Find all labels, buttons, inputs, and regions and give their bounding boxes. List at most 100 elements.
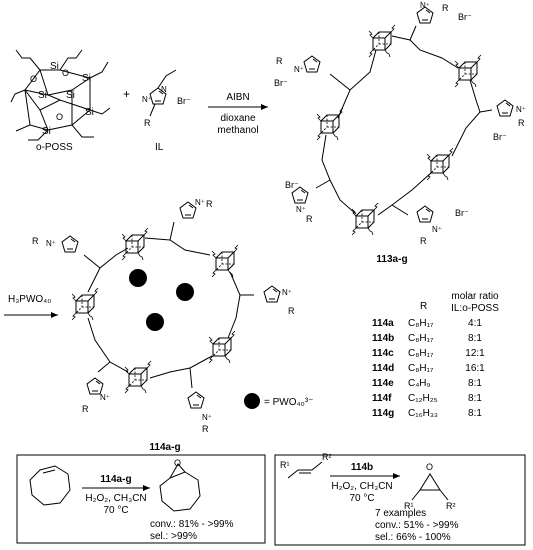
r-group-label: R — [32, 236, 39, 246]
epoxide-bridge — [169, 463, 186, 479]
product-114-structure: N⁺ R N⁺ R N⁺ R N⁺ R N⁺ R 114a-g — [32, 198, 295, 453]
bromide-label: Br⁻ — [493, 132, 507, 142]
n-plus-label: N⁺ — [142, 95, 152, 104]
n-plus-label: N⁺ — [195, 198, 205, 207]
r-group-label: R — [306, 214, 313, 224]
box-right-r1: R¹ — [280, 460, 290, 470]
table-row-id: 114g — [372, 408, 394, 419]
epoxide-product — [411, 473, 449, 501]
o-poss-label: o-POSS — [36, 142, 73, 153]
table-row-id: 114d — [372, 363, 394, 374]
r-group-label: R — [276, 56, 283, 66]
table-row-r: C₄H₉ — [408, 378, 431, 389]
box-left-selectivity: sel.: >99% — [150, 531, 197, 542]
table-row-id: 114f — [372, 393, 392, 404]
cyclooctene-double-bond — [42, 469, 56, 474]
table-row-ratio: 8:1 — [468, 393, 482, 404]
cyclooctene-ring — [29, 465, 71, 506]
table-row-ratio: 12:1 — [465, 348, 485, 359]
si-atom-label: Si — [38, 90, 47, 101]
n-plus-label: N⁺ — [420, 1, 430, 10]
r-group-label: R — [442, 3, 449, 13]
n-plus-label: N⁺ — [202, 413, 212, 422]
o-atom-label: O — [56, 112, 63, 122]
box-left-conversion: conv.: 81% - >99% — [150, 519, 234, 530]
ionic-liquid-structure: N N⁺ R Br⁻ IL — [142, 69, 191, 153]
arrow2-reagent: H₃PWO₄₀ — [8, 294, 51, 305]
table-row-ratio: 4:1 — [468, 318, 482, 329]
product-113-structure: N⁺ R Br⁻ N⁺ R Br⁻ N⁺ R Br⁻ N⁺ R Br⁻ N⁺ R… — [274, 1, 526, 265]
box-right-catalyst: 114b — [351, 462, 373, 473]
n-plus-label: N⁺ — [46, 239, 56, 248]
si-atom-label: Si — [85, 107, 94, 118]
table-row-id: 114b — [372, 333, 394, 344]
bromide-label: Br⁻ — [285, 180, 299, 190]
cyclooctene-epoxidation-box: 114a-g H₂O₂, CH₃CN 70 °C O conv.: 81% - … — [16, 454, 266, 544]
compound-113-label: 113a-g — [376, 254, 407, 265]
pwo40-anion-dot — [176, 283, 194, 301]
r-group-label: R — [206, 199, 213, 209]
box-right-product-r1: R¹ — [404, 501, 414, 511]
n-plus-label: N⁺ — [282, 288, 292, 297]
n-plus-label: N⁺ — [516, 105, 526, 114]
box-right-product-r2: R² — [446, 501, 456, 511]
box-left-catalyst: 114a-g — [100, 474, 131, 485]
box-frame — [16, 454, 266, 544]
box-left-conditions: H₂O₂, CH₃CN — [85, 493, 146, 504]
table-header-ratio-2: IL:o-POSS — [451, 303, 499, 314]
il-label: IL — [155, 142, 164, 153]
olefin-substrate — [287, 461, 323, 479]
anion-legend: = PWO₄₀³⁻ — [244, 393, 313, 409]
box-right-conditions: H₂O₂, CH₃CN — [331, 481, 392, 492]
legend-dot — [244, 393, 260, 409]
r-group-label: R — [144, 118, 151, 128]
table-row-id: 114e — [372, 378, 394, 389]
pwo40-anion-dot — [129, 269, 147, 287]
n-plus-label: N⁺ — [296, 205, 306, 214]
o-atom-label: O — [30, 74, 37, 84]
r-group-label: R — [82, 404, 89, 414]
table-row-id: 114a — [372, 318, 394, 329]
bromide-label: Br⁻ — [458, 12, 472, 22]
r-group-label: R — [288, 306, 295, 316]
box-right-conversion: conv.: 51% - >99% — [375, 520, 459, 531]
plus-sign: + — [123, 87, 130, 101]
si-atom-label: Si — [42, 126, 51, 137]
table-row-id: 114c — [372, 348, 394, 359]
table-row-r: C₁₆H₃₃ — [408, 408, 438, 419]
o-atom-label: O — [62, 68, 69, 78]
box-right-selectivity: sel.: 66% - 100% — [375, 532, 451, 543]
table-row-r: C₈H₁₇ — [408, 333, 434, 344]
table-row-ratio: 16:1 — [465, 363, 485, 374]
reaction-arrow-1: AIBN dioxane methanol — [208, 92, 268, 136]
table-row-r: C₈H₁₇ — [408, 363, 434, 374]
arrow1-solvent-dioxane: dioxane — [220, 113, 255, 124]
si-atom-label: Si — [50, 61, 59, 72]
si-atom-label: Si — [66, 90, 75, 101]
n-plus-label: N⁺ — [294, 65, 304, 74]
table-row-r: C₁₂H₂₅ — [408, 393, 438, 404]
r-group-label: R — [202, 424, 209, 434]
n-plus-label: N⁺ — [100, 393, 110, 402]
box-right-examples: 7 examples — [375, 508, 426, 519]
r-group-label: R — [420, 236, 427, 246]
o-poss-structure: Si Si Si Si Si Si O O O o-POSS — [10, 49, 111, 153]
bromide-label: Br⁻ — [274, 78, 288, 88]
epoxide-oxygen: O — [426, 462, 433, 472]
reaction-arrow-2: H₃PWO₄₀ — [4, 294, 58, 318]
olefin-epoxidation-box: R¹ R² 114b H₂O₂, CH₃CN 70 °C O R¹ R² 7 e… — [274, 452, 526, 546]
box-right-temperature: 70 °C — [349, 493, 374, 504]
n-plus-label: N⁺ — [432, 225, 442, 234]
epoxide-oxygen: O — [174, 458, 181, 468]
r-group-label: R — [518, 118, 525, 128]
table-row-r: C₈H₁₇ — [408, 348, 434, 359]
table-row-ratio: 8:1 — [468, 408, 482, 419]
table-row-ratio: 8:1 — [468, 378, 482, 389]
table-header-r: R — [420, 301, 427, 312]
compound-114-label: 114a-g — [149, 442, 180, 453]
box-right-r2: R² — [322, 452, 332, 462]
n-atom-label: N — [161, 85, 167, 94]
bromide-label: Br⁻ — [455, 208, 469, 218]
table-row-r: C₈H₁₇ — [408, 318, 434, 329]
